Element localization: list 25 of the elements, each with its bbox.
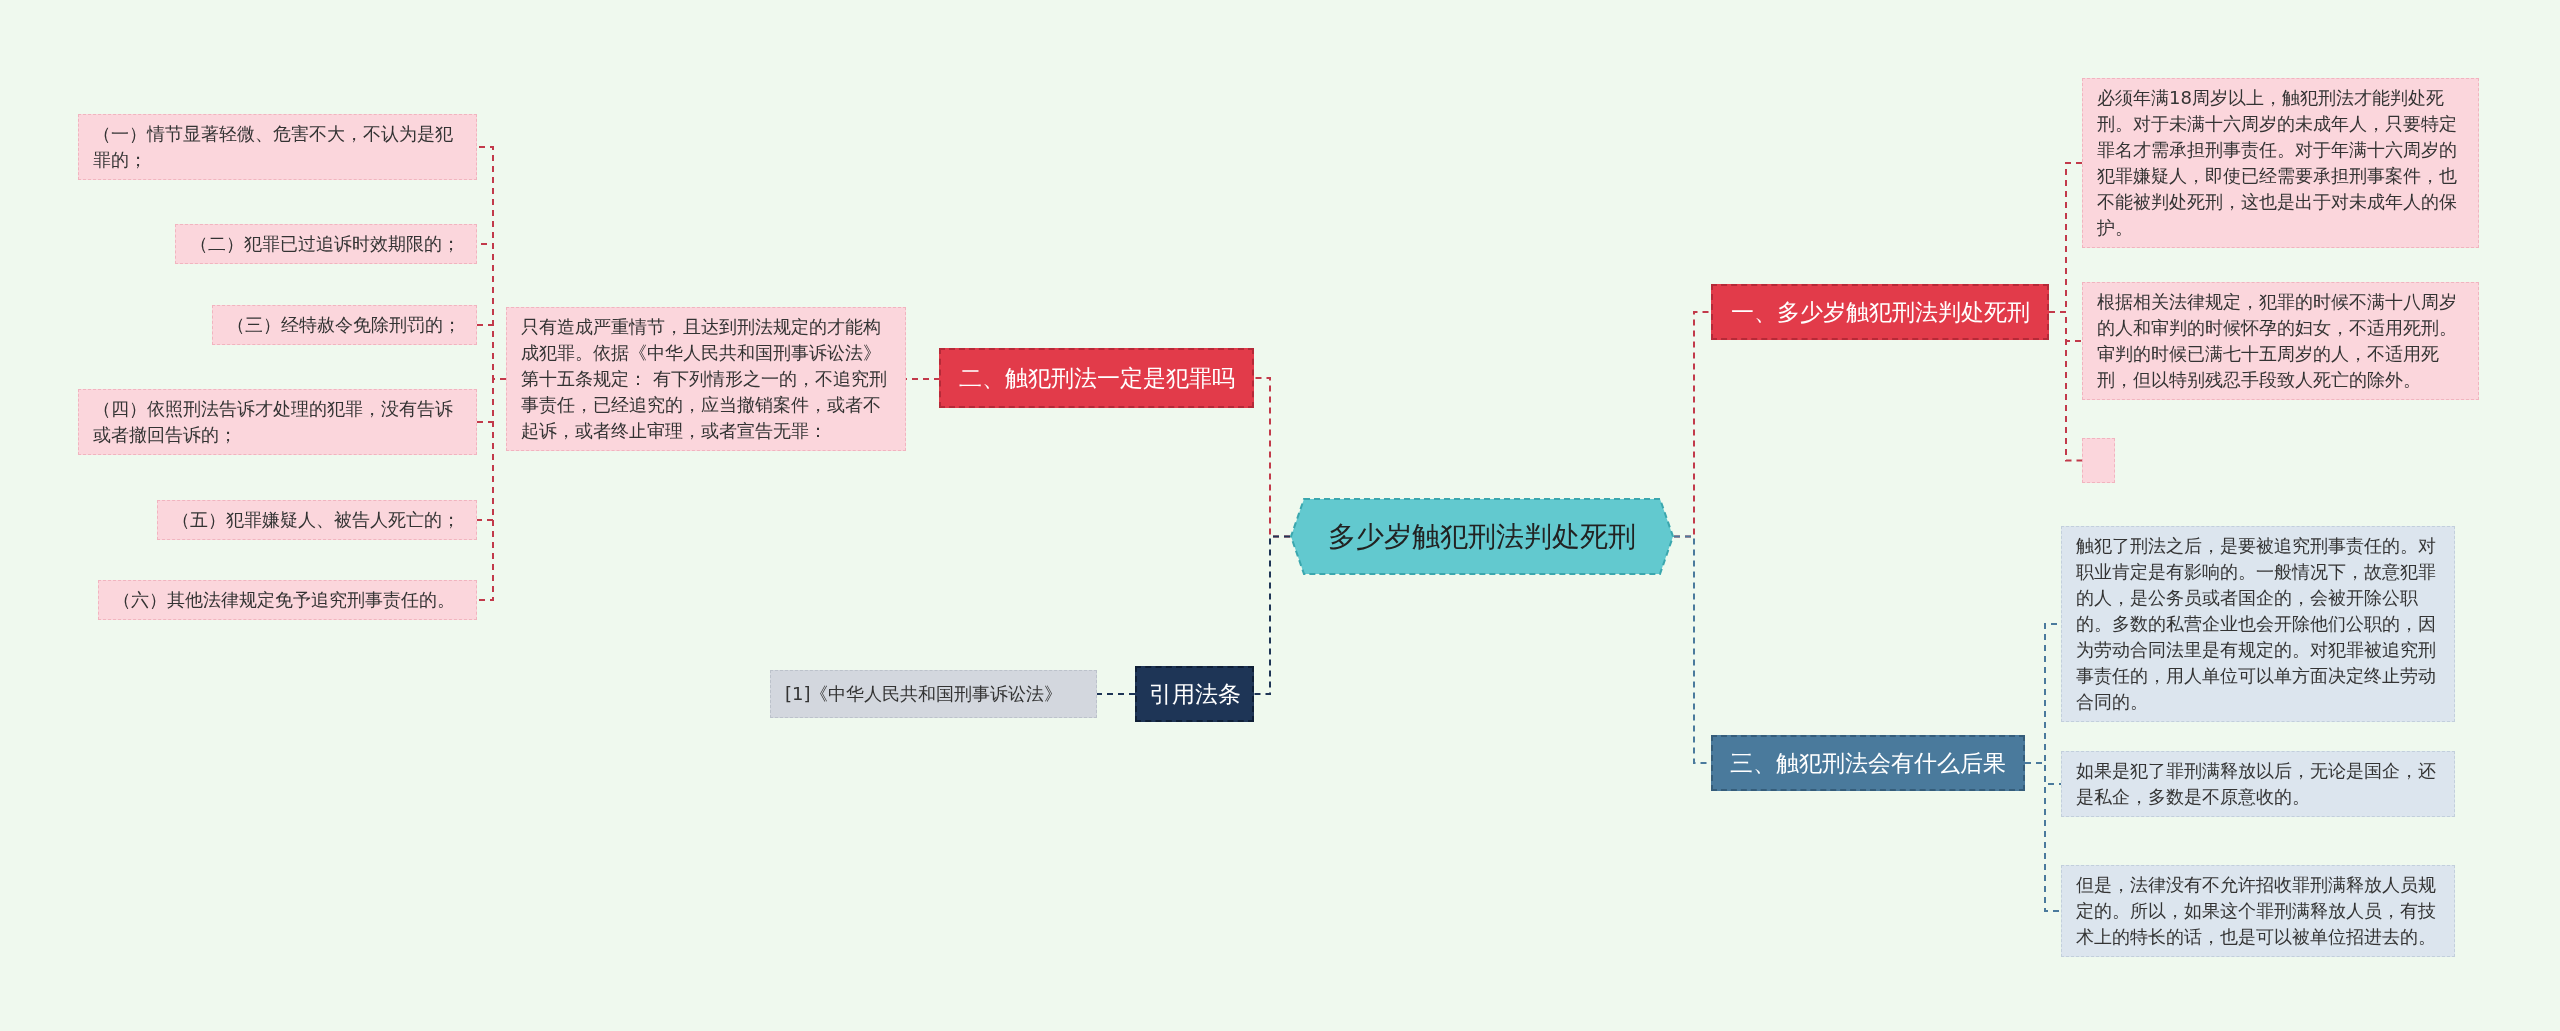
connector-line xyxy=(1096,693,1136,695)
text-card: （二）犯罪已过追诉时效期限的； xyxy=(175,224,477,264)
text-card: （四）依照刑法告诉才处理的犯罪，没有告诉或者撤回告诉的； xyxy=(78,389,477,455)
topic-text: 多少岁触犯刑法判处死刑 xyxy=(1328,518,1636,555)
text-card: （六）其他法律规定免予追究刑事责任的。 xyxy=(98,580,477,620)
text-card: 触犯了刑法之后，是要被追究刑事责任的。对职业肯定是有影响的。一般情况下，故意犯罪的人，是公务员或者国企的，会被开除公职的。多数的私营企业也会开除他们公职的，因为劳动合同法里是有规定的。对犯罪被追究刑事责任的，用人单位可以单方面决定终止劳动合同的。 xyxy=(2061,526,2455,722)
connector-line xyxy=(1253,535,1291,695)
branch-topic: 三、触犯刑法会有什么后果 xyxy=(1711,735,2025,791)
text-card: 根据相关法律规定，犯罪的时候不满十八周岁的人和审判的时候怀孕的妇女，不适用死刑。审判的时候已满七十五周岁的人，不适用死刑，但以特别残忍手段致人死亡的除外。 xyxy=(2082,282,2479,400)
central-topic-hexagon xyxy=(1290,498,1674,575)
connector-line xyxy=(2024,762,2062,912)
text-card: （一）情节显著轻微、危害不大，不认为是犯罪的； xyxy=(78,114,477,180)
text-card: 必须年满18周岁以上，触犯刑法才能判处死刑。对于未满十六周岁的未成年人，只要特定罪名才需承担刑事责任。对于年满十六周岁的犯罪嫌疑人，即使已经需要承担刑事案件，也不能被判处死刑，这也是出于对未成年人的保护。 xyxy=(2082,78,2479,248)
branch-topic: 二、触犯刑法一定是犯罪吗 xyxy=(939,348,1254,408)
text-card: 但是，法律没有不允许招收罪刑满释放人员规定的。所以，如果这个罪刑满释放人员，有技术上的特长的话，也是可以被单位招进去的。 xyxy=(2061,865,2455,957)
text-card: （三）经特赦令免除刑罚的； xyxy=(212,305,477,345)
connector-line xyxy=(476,378,507,601)
text-card: 如果是犯了罪刑满释放以后，无论是国企，还是私企，多数是不原意收的。 xyxy=(2061,751,2455,817)
empty-box xyxy=(2082,438,2115,483)
text-card: （五）犯罪嫌疑人、被告人死亡的； xyxy=(157,500,477,540)
connector-line xyxy=(2048,311,2083,462)
branch-topic: 一、多少岁触犯刑法判处死刑 xyxy=(1711,284,2049,340)
citation-card: [1]《中华人民共和国刑事诉讼法》 xyxy=(770,670,1097,718)
branch-topic: 引用法条 xyxy=(1135,666,1254,722)
text-card: 只有造成严重情节，且达到刑法规定的才能构成犯罪。依据《中华人民共和国刑事诉讼法》第十五条规定： 有下列情形之一的，不追究刑事责任，已经追究的，应当撤销案件，或者不起诉，或者终止审理，或者宣告无罪： xyxy=(506,307,906,451)
